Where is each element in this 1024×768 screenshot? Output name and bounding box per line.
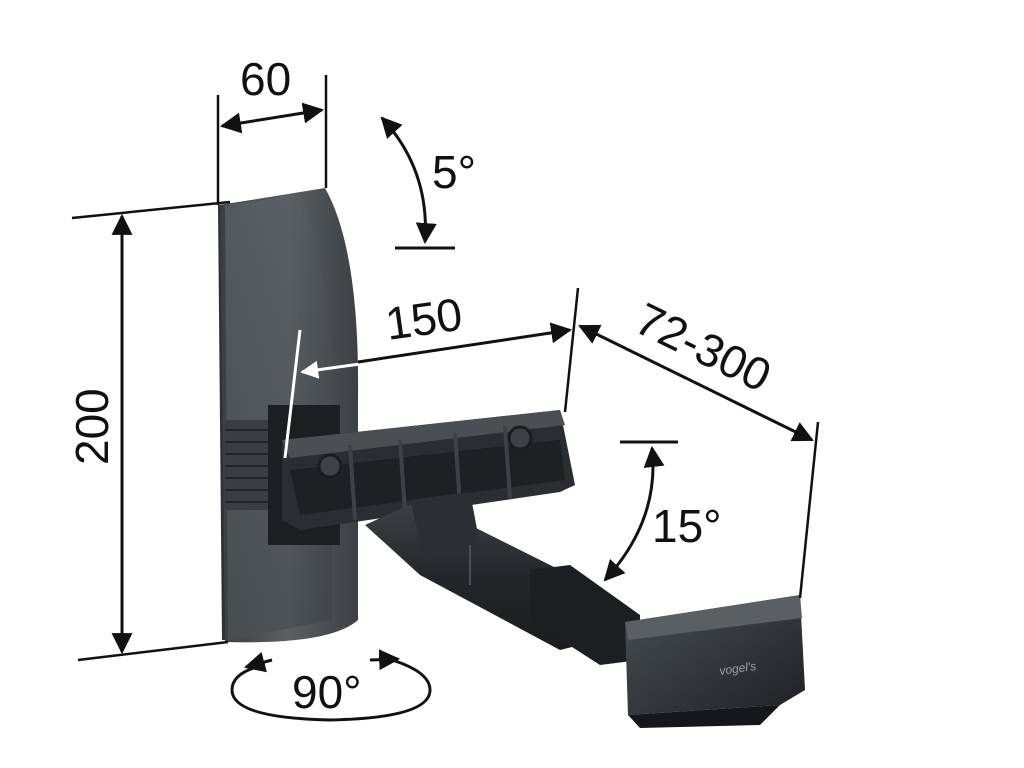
angle-tilt: 5° [380,116,476,250]
tilt-label: 5° [432,146,476,198]
rotation-label: 90° [292,666,362,718]
dimension-height: 200 [66,200,231,662]
angle-swivel: 15° [603,440,722,582]
swivel-label: 15° [652,500,722,552]
depth-label: 60 [240,53,291,105]
arm-outer-tube [530,565,640,665]
plate-ribs [225,420,270,510]
dimension-offset: 150 [283,288,580,459]
offset-label: 150 [382,288,465,350]
bracket-illustration: vogel's [218,188,805,728]
height-label: 200 [66,388,118,465]
brand-logo: vogel's [718,659,757,678]
angle-rotation: 90° [230,649,432,722]
dimension-depth: 60 [216,53,328,205]
mounting-rail [282,410,575,530]
dimension-arm-length: 72-300 [578,292,820,599]
rail-screw-left [317,453,343,479]
rail-screw-right [507,425,533,451]
speaker-cup: vogel's [625,595,805,728]
